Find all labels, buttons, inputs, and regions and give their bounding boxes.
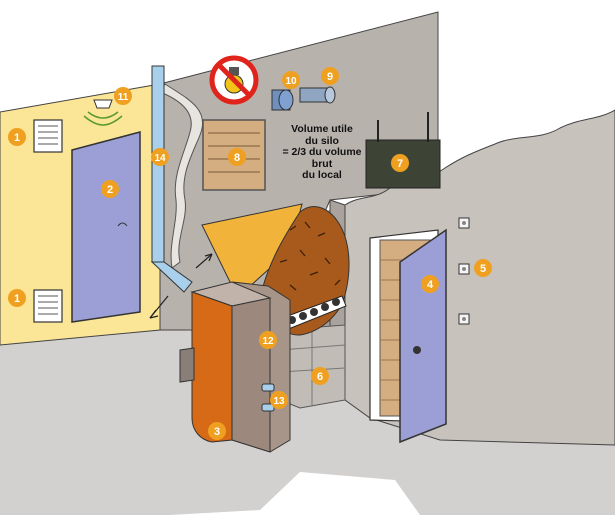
room-door bbox=[71, 131, 141, 323]
marker-4: 4 bbox=[421, 275, 439, 293]
ventilation-pipe-icon bbox=[299, 86, 336, 104]
marker-3-label: 3 bbox=[214, 426, 220, 438]
marker-2: 2 bbox=[101, 180, 119, 198]
wall-crack bbox=[159, 83, 203, 269]
no-light-bulb-icon bbox=[209, 55, 259, 105]
marker-14: 14 bbox=[151, 148, 169, 166]
silo-door bbox=[399, 228, 447, 444]
marker-7: 7 bbox=[391, 154, 409, 172]
annotation-line-1: Volume utile bbox=[291, 123, 353, 135]
marker-2-label: 2 bbox=[107, 184, 113, 196]
boiler-front bbox=[191, 291, 233, 443]
marker-5: 5 bbox=[474, 259, 492, 277]
marker-10-label: 10 bbox=[285, 76, 297, 87]
marker-8-label: 8 bbox=[234, 152, 240, 164]
marker-11: 11 bbox=[114, 87, 132, 105]
smoke-detector-icon bbox=[83, 99, 123, 126]
marker-4-circle bbox=[421, 275, 439, 293]
annotation-line-2: du silo bbox=[305, 134, 339, 147]
marker-3: 3 bbox=[208, 422, 226, 440]
air-vent-icon bbox=[271, 89, 294, 111]
wood-vent-grille bbox=[202, 119, 266, 191]
marker-7-label: 7 bbox=[397, 158, 403, 170]
marker-14-label: 14 bbox=[154, 153, 166, 164]
marker-9-label: 9 bbox=[327, 71, 333, 83]
marker-8: 8 bbox=[228, 148, 246, 166]
marker-6: 6 bbox=[311, 367, 329, 385]
marker-12-label: 12 bbox=[262, 336, 274, 347]
annotation-line-3: = 2/3 du volume bbox=[282, 146, 362, 158]
boiler-body bbox=[231, 297, 271, 453]
marker-1-lower-circle bbox=[8, 289, 26, 307]
marker-6-circle bbox=[311, 367, 329, 385]
marker-1-lower: 1 bbox=[8, 289, 26, 307]
marker-13-circle bbox=[270, 391, 288, 409]
air-vent-upper bbox=[33, 119, 63, 153]
marker-13-label: 13 bbox=[273, 396, 285, 407]
annotation-line-5: du local bbox=[302, 169, 342, 181]
marker-5-circle bbox=[474, 259, 492, 277]
marker-8-circle bbox=[228, 148, 246, 166]
marker-12: 12 bbox=[259, 331, 277, 349]
marker-1-upper: 1 bbox=[8, 128, 26, 146]
marker-7-circle bbox=[391, 154, 409, 172]
marker-13: 13 bbox=[270, 391, 288, 409]
marker-4-label: 4 bbox=[427, 279, 434, 291]
exhaust-pipe-elbow bbox=[150, 261, 193, 293]
marker-1-lower-label: 1 bbox=[14, 293, 20, 305]
silo-volume-annotation: Volume utile du silo = 2/3 du volume bru… bbox=[262, 123, 382, 182]
annotation-line-4: brut bbox=[311, 157, 333, 170]
marker-10-circle bbox=[282, 71, 300, 89]
marker-9: 9 bbox=[321, 67, 339, 85]
marker-12-circle bbox=[259, 331, 277, 349]
air-vent-lower bbox=[33, 289, 63, 323]
marker-14-circle bbox=[151, 148, 169, 166]
marker-3-circle bbox=[208, 422, 226, 440]
marker-1-upper-circle bbox=[8, 128, 26, 146]
marker-11-label: 11 bbox=[118, 92, 129, 103]
marker-10: 10 bbox=[282, 71, 300, 89]
marker-9-circle bbox=[321, 67, 339, 85]
marker-1-upper-label: 1 bbox=[14, 132, 20, 144]
marker-2-circle bbox=[101, 180, 119, 198]
marker-6-label: 6 bbox=[317, 371, 323, 383]
marker-5-label: 5 bbox=[480, 263, 486, 275]
marker-11-circle bbox=[114, 87, 132, 105]
